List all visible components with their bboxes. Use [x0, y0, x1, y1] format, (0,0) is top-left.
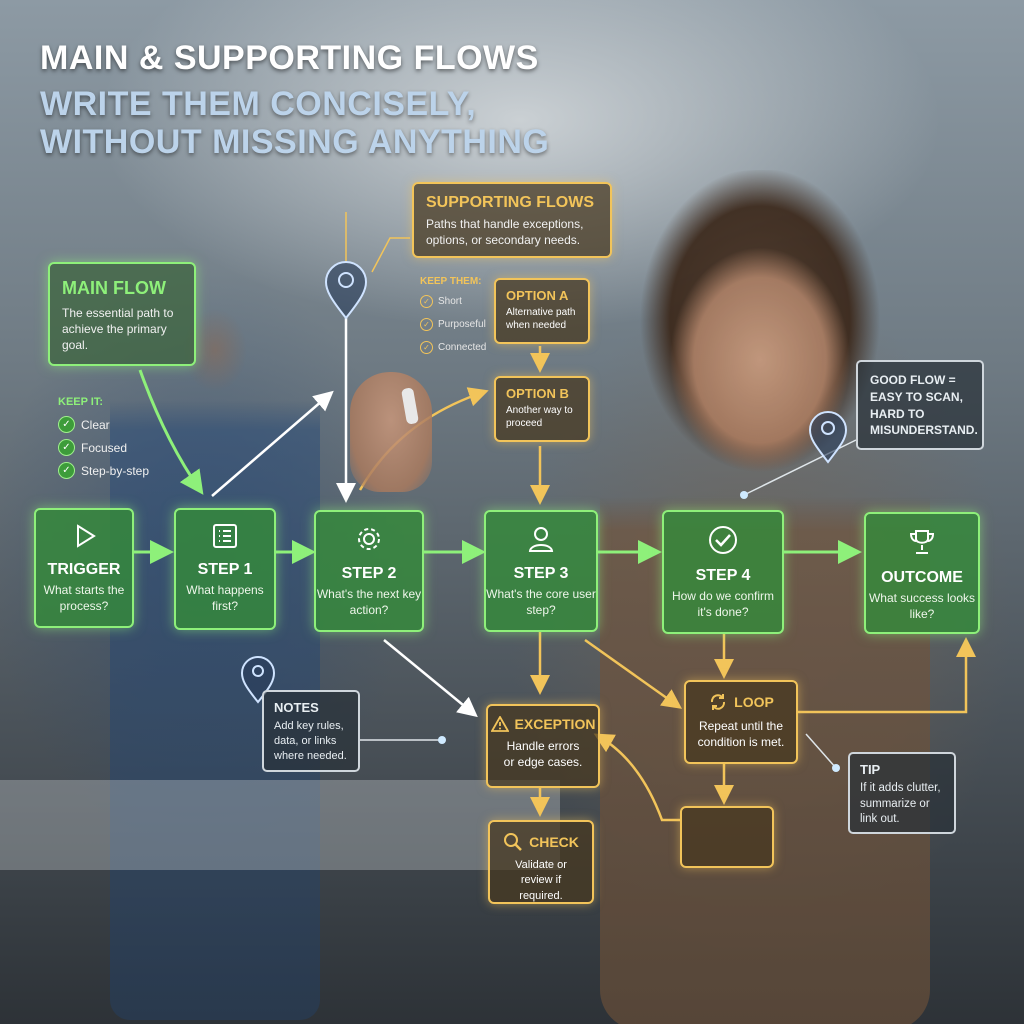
check-title: CHECK [529, 834, 579, 850]
keep-it-label: KEEP IT: [58, 396, 104, 408]
notes-box: NOTES Add key rules, data, or links wher… [262, 690, 360, 772]
option-b-title: OPTION B [506, 386, 569, 401]
keep-item-step-by-step: ✓Step-by-step [58, 462, 149, 479]
magnifier-icon [504, 833, 522, 851]
supporting-flows-label: SUPPORTING FLOWS [426, 194, 594, 211]
check-icon: ✓ [58, 416, 75, 433]
option-b-desc: Another way to proceed [506, 405, 573, 429]
step-2-title: STEP 2 [341, 565, 397, 582]
step-4-desc: How do we confirm it's done? [671, 589, 775, 619]
warning-icon [490, 716, 509, 732]
check-circle-icon [709, 526, 737, 554]
step-1-box: STEP 1 What happens first? [174, 508, 276, 630]
glow-dot-notes [438, 736, 446, 744]
step-2-box: STEP 2 What's the next key action? [314, 510, 424, 632]
check-icon: ✓ [58, 462, 75, 479]
check-icon: ✓ [420, 295, 433, 308]
loop-header: LOOP [686, 692, 796, 712]
main-flow-keep-list: KEEP IT: ✓Clear ✓Focused ✓Step-by-step [58, 396, 149, 485]
supporting-keep-list: KEEP THEM: ✓Short ✓Purposeful ✓Connected [420, 276, 486, 364]
keep-item-focused: ✓Focused [58, 439, 149, 456]
title-line-2: WRITE THEM CONCISELY, [40, 85, 477, 123]
loop-icon [711, 694, 726, 710]
step-3-desc: What's the core user step? [486, 587, 596, 617]
step-2-desc: What's the next key action? [316, 587, 422, 617]
tip-desc: If it adds clutter, summarize or link ou… [860, 782, 941, 826]
arrow-step2-exception [383, 639, 478, 718]
step-1-title: STEP 1 [197, 561, 253, 578]
pin-icon-top [324, 261, 368, 320]
option-a-box: OPTION A Alternative path when needed [494, 278, 590, 344]
gear-icon [358, 528, 380, 550]
arrow-hand-up [211, 390, 334, 497]
background-figure-man [110, 300, 320, 1020]
step-4-box: STEP 4 How do we confirm it's done? [662, 510, 784, 634]
check-box: CHECK Validate or review if required. [488, 820, 594, 904]
option-a-desc: Alternative path when needed [506, 307, 576, 331]
check-icon: ✓ [58, 439, 75, 456]
step-4-title: STEP 4 [695, 567, 751, 584]
list-icon [213, 524, 237, 548]
arrow-mainflow-step1 [138, 369, 204, 495]
keep-them-label: KEEP THEM: [420, 276, 482, 287]
exception-title: EXCEPTION [514, 716, 596, 732]
tip-box: TIP If it adds clutter, summarize or lin… [848, 752, 956, 834]
outcome-desc: What success looks like? [868, 591, 976, 621]
step-3-box: STEP 3 What's the core user step? [484, 510, 598, 632]
supporting-flows-desc: Paths that handle exceptions, options, o… [426, 217, 584, 248]
glow-dot-tip [832, 764, 840, 772]
play-icon [77, 524, 96, 548]
main-flow-label: MAIN FLOW [62, 278, 166, 298]
check-icon: ✓ [420, 318, 433, 331]
option-b-box: OPTION B Another way to proceed [494, 376, 590, 442]
main-flow-card: MAIN FLOW The essential path to achieve … [48, 262, 196, 366]
trigger-box: TRIGGER What starts the process? [34, 508, 134, 628]
main-flow-desc: The essential path to achieve the primar… [62, 306, 174, 353]
notes-desc: Add key rules, data, or links where need… [274, 720, 347, 762]
tip-title: TIP [860, 762, 881, 777]
trophy-icon [909, 530, 935, 554]
trigger-title: TRIGGER [47, 561, 121, 578]
glow-dot-goodflow [740, 491, 748, 499]
keep-item-connected: ✓Connected [420, 341, 486, 354]
hand-with-marker [350, 372, 432, 492]
title-line-1: MAIN & SUPPORTING FLOWS [40, 39, 539, 77]
check-icon: ✓ [420, 341, 433, 354]
supporting-flows-card: SUPPORTING FLOWS Paths that handle excep… [412, 182, 612, 258]
good-flow-text: GOOD FLOW = EASY TO SCAN, HARD TO MISUND… [870, 373, 978, 438]
loop-box: LOOP Repeat until the condition is met. [684, 680, 798, 764]
outcome-box: OUTCOME What success looks like? [864, 512, 980, 634]
keep-item-clear: ✓Clear [58, 416, 149, 433]
step-1-desc: What happens first? [186, 583, 264, 613]
check-header: CHECK [490, 832, 592, 852]
pin-icon-right [808, 411, 848, 464]
arrow-loop-outcome [796, 637, 976, 714]
good-flow-box: GOOD FLOW = EASY TO SCAN, HARD TO MISUND… [856, 360, 984, 450]
loop-desc: Repeat until the condition is met. [697, 719, 785, 750]
keep-item-purposeful: ✓Purposeful [420, 318, 486, 331]
keep-item-short: ✓Short [420, 295, 486, 308]
title-line-3: WITHOUT MISSING ANYTHING [40, 123, 550, 161]
arrow-step3-loop [584, 638, 683, 709]
arrow-box-exception [593, 733, 680, 822]
outcome-title: OUTCOME [881, 569, 963, 586]
exception-header: EXCEPTION [488, 716, 598, 732]
link-supporting-pin [371, 237, 410, 273]
exception-box: EXCEPTION Handle errors or edge cases. [486, 704, 600, 788]
user-icon [528, 527, 554, 552]
notes-title: NOTES [274, 700, 319, 715]
empty-flow-box [680, 806, 774, 868]
exception-desc: Handle errors or edge cases. [503, 739, 583, 770]
background-table [0, 780, 560, 870]
step-3-title: STEP 3 [513, 565, 569, 582]
loop-title: LOOP [734, 694, 774, 710]
check-desc: Validate or review if required. [515, 859, 567, 902]
trigger-desc: What starts the process? [43, 583, 125, 613]
option-a-title: OPTION A [506, 288, 569, 303]
link-tip [805, 733, 837, 769]
